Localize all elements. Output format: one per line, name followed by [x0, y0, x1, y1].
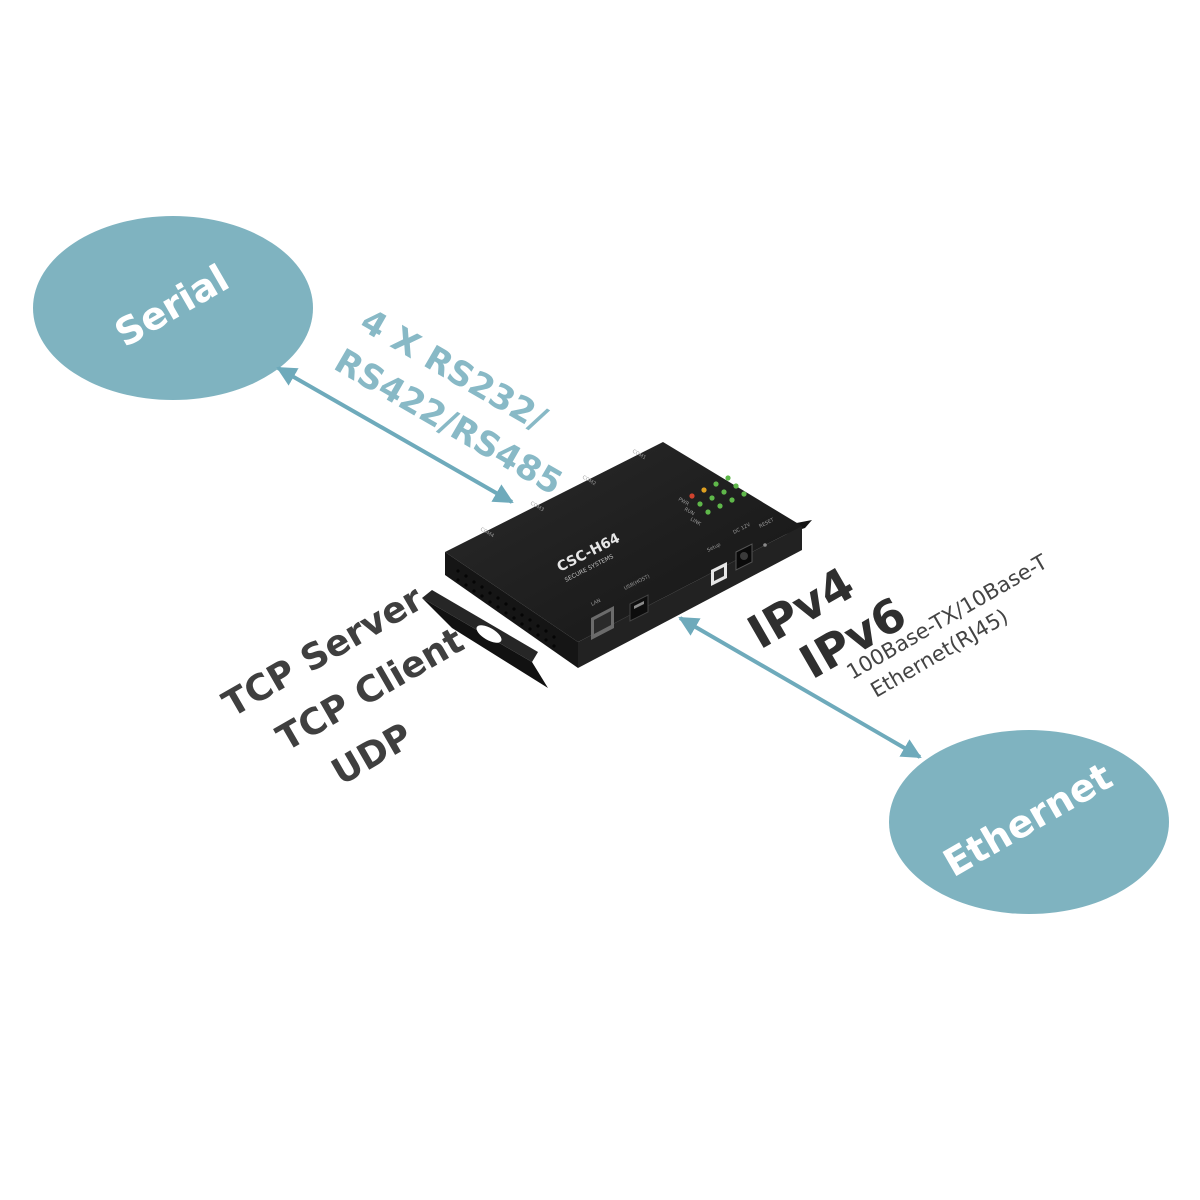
led-indicator-icon — [689, 475, 747, 515]
led-label-pwr: PWR — [677, 497, 690, 508]
ethernet-ellipse — [889, 730, 1169, 914]
serial-ellipse — [33, 216, 313, 400]
front-label-setup: Setup — [706, 542, 722, 554]
device-left-side — [445, 552, 578, 668]
device: CSC-H64 SECURE SYSTEMS COM4 COM3 COM2 CO… — [422, 442, 812, 688]
led-label-link: LINK — [689, 517, 702, 528]
reset-button — [763, 543, 767, 547]
protocol-list: TCP Server TCP Client UDP — [216, 578, 471, 793]
serial-spec: 4 X RS232/ RS422/RS485 — [328, 301, 569, 503]
ethernet-bubble: Ethernet — [889, 730, 1169, 914]
usb-a-port-icon — [629, 594, 649, 622]
led-label-run: RUN — [683, 507, 696, 518]
front-label-lan: LAN — [590, 598, 602, 608]
mounting-flange-left — [422, 598, 548, 688]
rj45-port-icon — [591, 606, 614, 640]
double-headed-arrow-icon — [276, 366, 514, 504]
dc-jack-icon — [735, 543, 753, 571]
device-top — [445, 442, 802, 642]
vent-grille — [456, 569, 556, 648]
mounting-hole — [476, 625, 502, 643]
double-headed-arrow-icon — [678, 616, 922, 759]
serial-bubble: Serial — [33, 216, 313, 400]
usb-b-port-icon — [711, 562, 727, 586]
